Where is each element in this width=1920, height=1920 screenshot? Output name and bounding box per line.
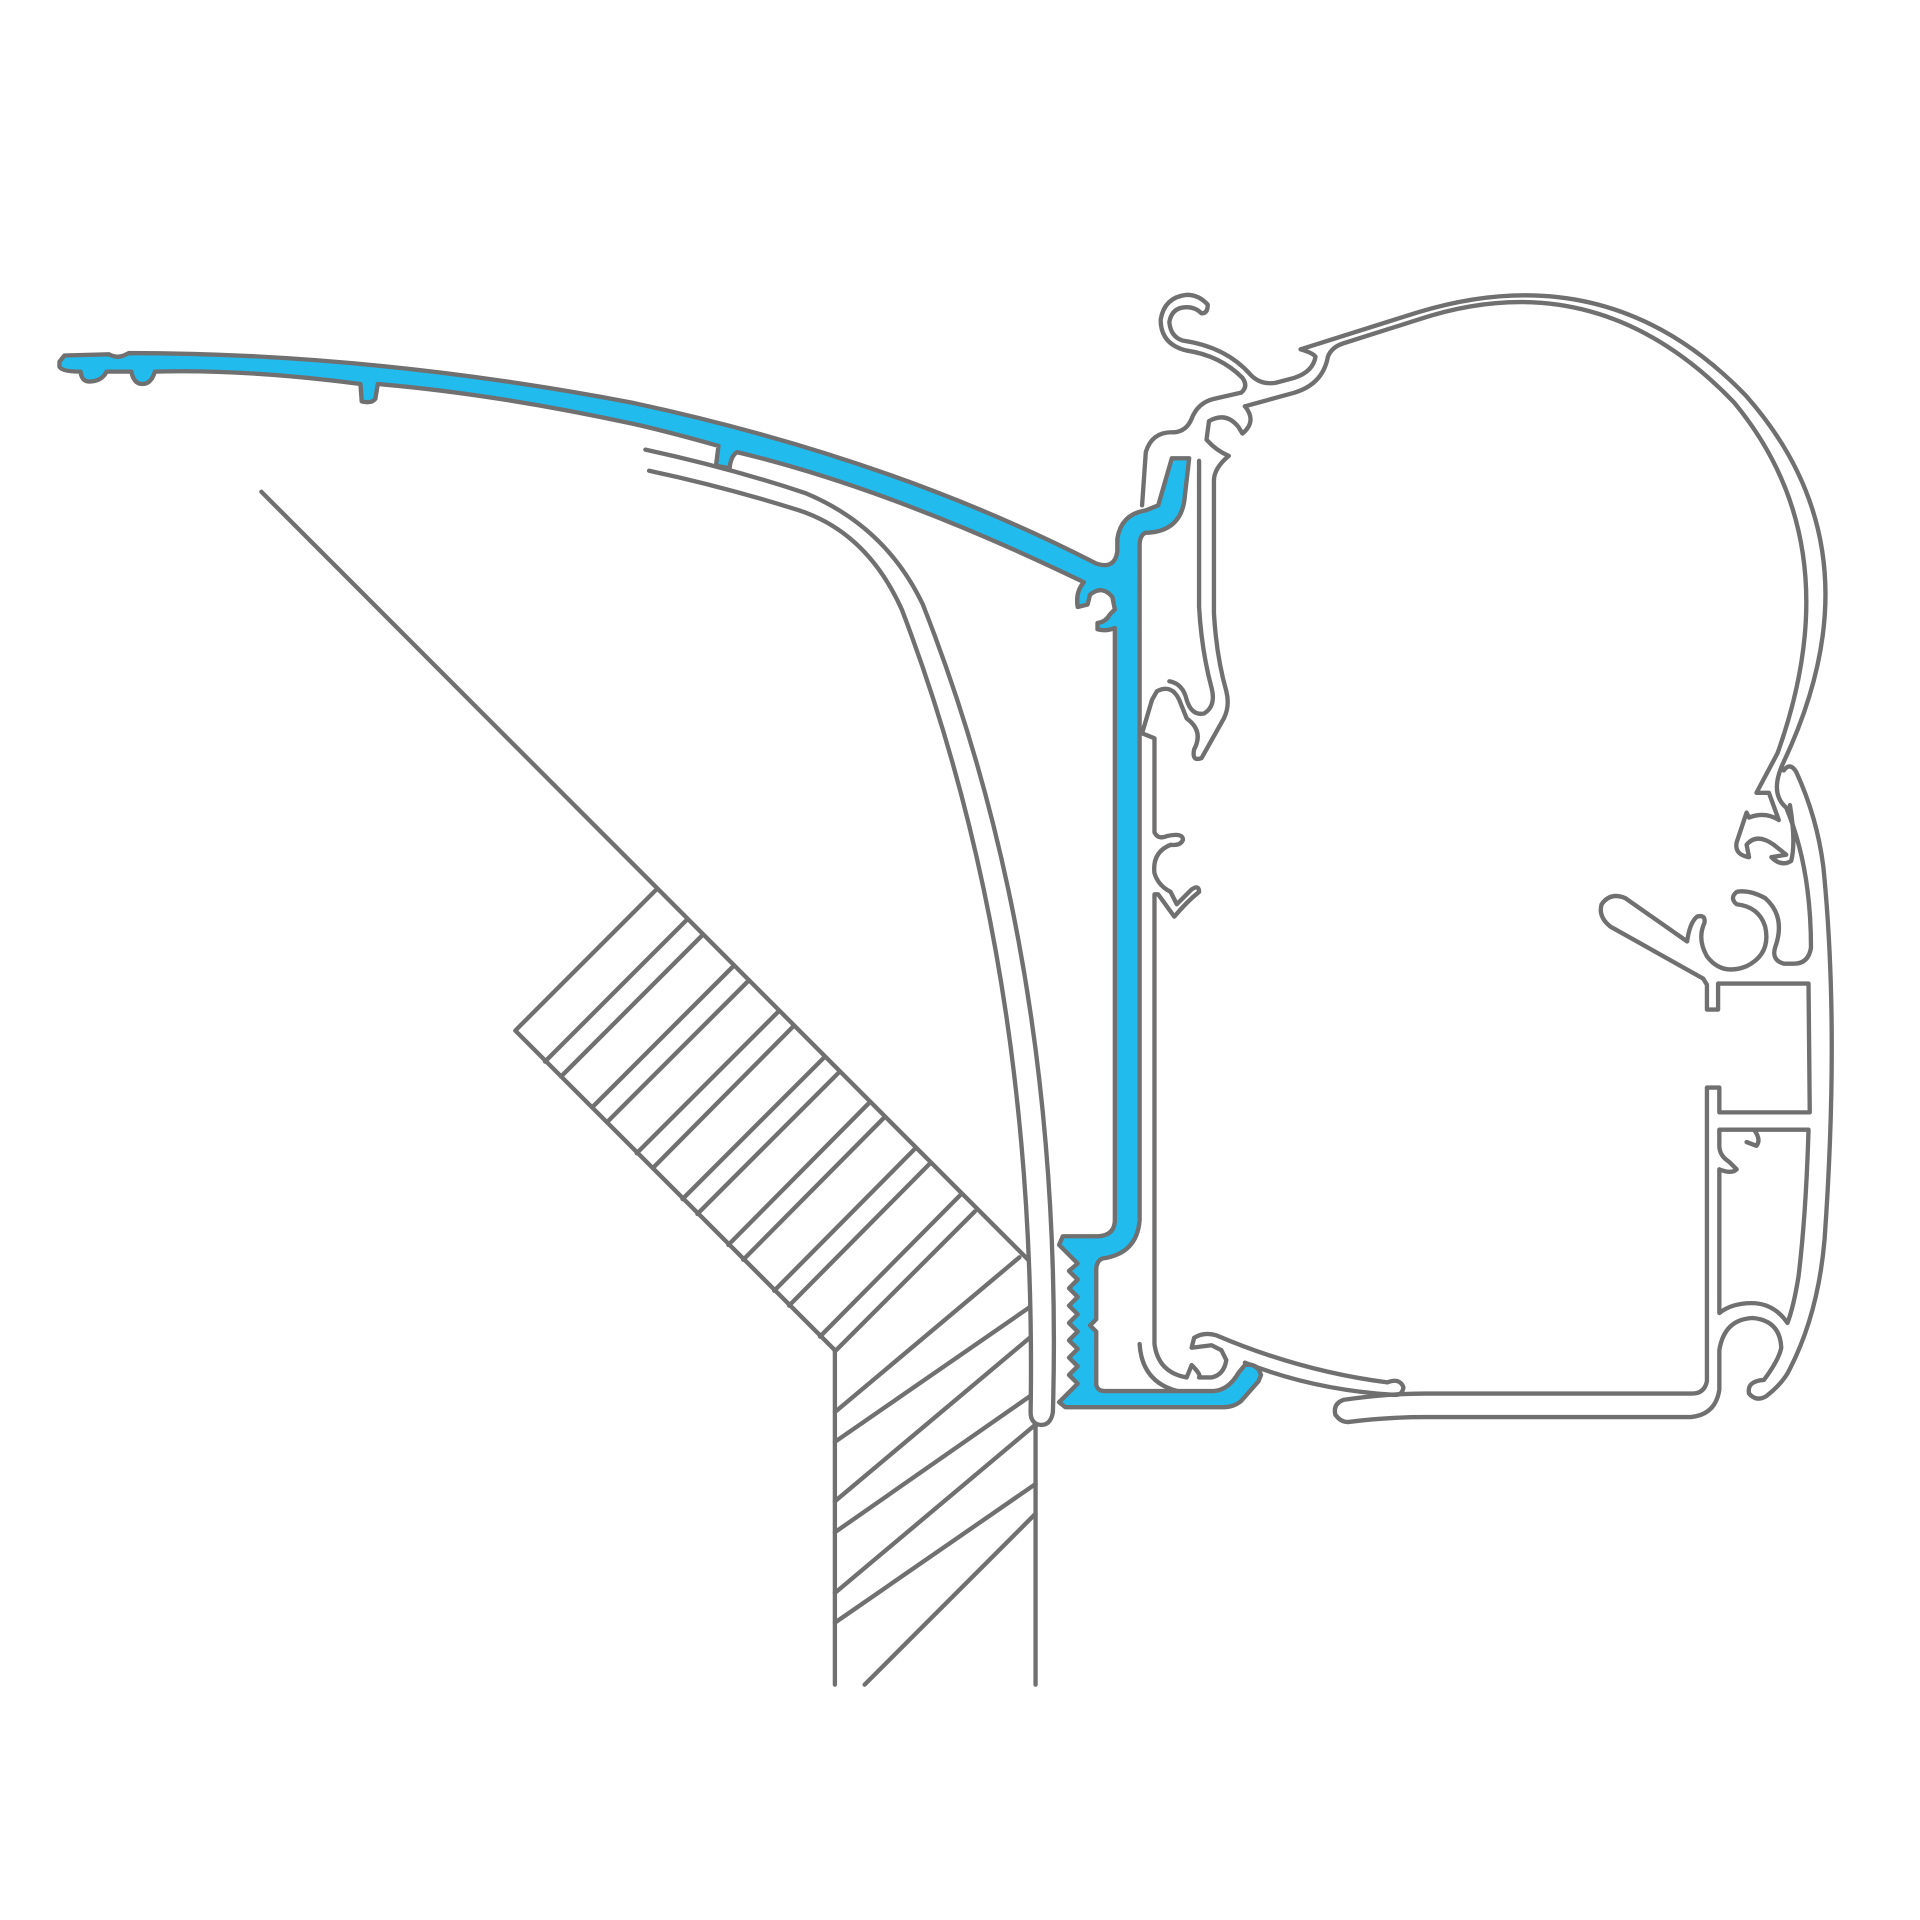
adapter-profile [57, 350, 1264, 1410]
wall-cap-profile [643, 447, 1057, 1428]
roof-line [259, 489, 1037, 1269]
awning-rail-profile [1137, 292, 1834, 1425]
